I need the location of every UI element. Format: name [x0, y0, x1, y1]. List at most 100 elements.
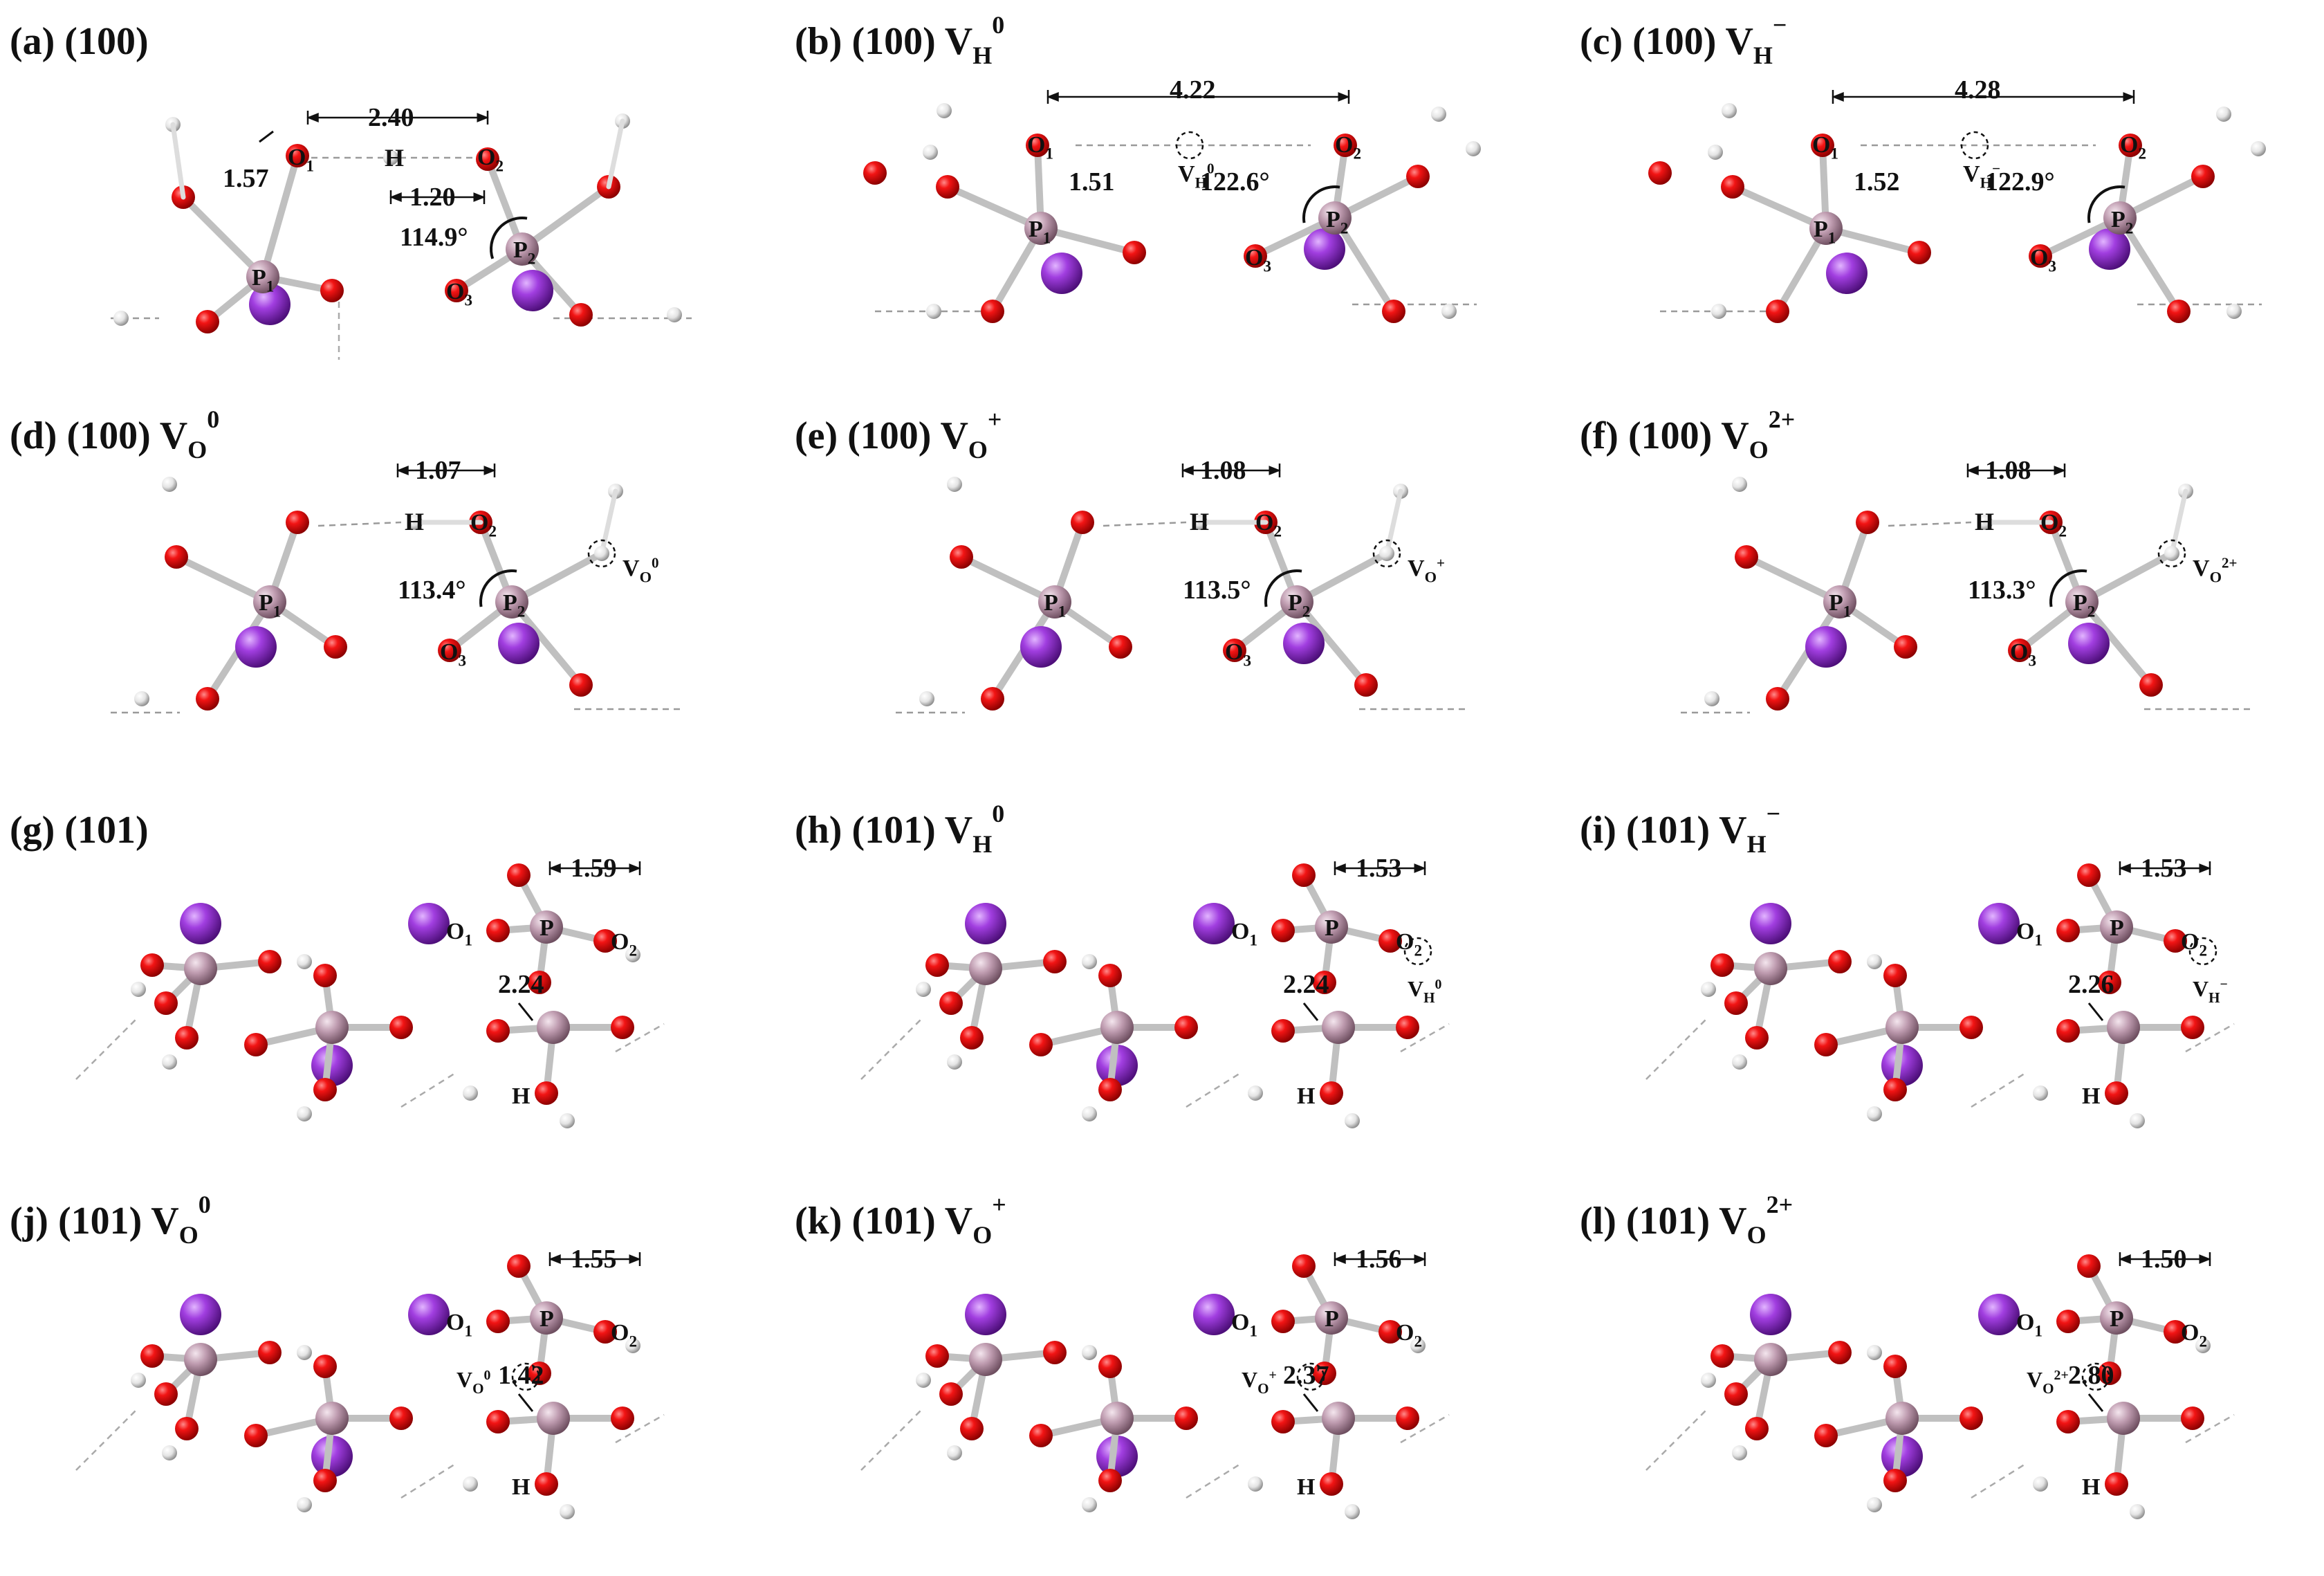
- hydrogen-atom: [947, 1445, 962, 1460]
- potassium-atom: [1978, 1294, 2020, 1335]
- potassium-atom: [965, 903, 1006, 944]
- angle-label: 113.3°: [1968, 576, 2036, 605]
- phosphorus-atom: [246, 260, 279, 293]
- bond: [958, 553, 1058, 605]
- panel-surface: (101): [1626, 1200, 1710, 1243]
- vacancy-marker: [2081, 1362, 2110, 1391]
- panel-surface: (101): [64, 809, 148, 852]
- atom-label: O1: [1231, 1310, 1257, 1341]
- oxygen-atom: [1894, 635, 1917, 659]
- oxygen-atom: [939, 991, 963, 1015]
- atom-label: O2: [2040, 510, 2067, 541]
- bond: [1293, 550, 1390, 605]
- hydrogen-atom: [947, 1054, 962, 1070]
- hydrogen-atom: [1410, 1338, 1426, 1353]
- bond-length-label: 1.51: [1069, 167, 1115, 196]
- panel-defect: V: [1716, 20, 1753, 63]
- hydrogen-bond: [1400, 1023, 1450, 1053]
- oxygen-atom: [1320, 1081, 1343, 1105]
- hydrogen-atom: [162, 1054, 177, 1070]
- atom-label: O2: [2181, 929, 2207, 960]
- atom-label: O3: [446, 279, 472, 310]
- oxygen-atom: [389, 1407, 413, 1430]
- potassium-atom: [1193, 903, 1235, 944]
- atom-label: O3: [1245, 245, 1271, 276]
- panel-defect: V: [1710, 1200, 1746, 1243]
- phosphorus-atom: [537, 1011, 570, 1044]
- leader-line: [259, 130, 274, 143]
- oxygen-atom: [611, 1407, 634, 1430]
- atom-label: P2: [2073, 590, 2095, 621]
- atom-label: H: [512, 1474, 530, 1500]
- oxygen-atom: [2181, 1016, 2204, 1039]
- bond-length-label: 1.52: [1854, 167, 1900, 196]
- potassium-atom: [512, 270, 553, 311]
- potassium-atom: [1020, 626, 1062, 668]
- oxygen-atom: [1123, 241, 1146, 264]
- oxygen-atom: [925, 1344, 949, 1368]
- phosphorus-atom: [2065, 585, 2099, 619]
- potassium-atom: [235, 626, 277, 668]
- bond: [944, 183, 1044, 232]
- oxygen-atom: [507, 1254, 531, 1278]
- oxygen-atom: [1271, 1410, 1295, 1433]
- oxygen-atom: [244, 1424, 268, 1447]
- hydrogen-atom: [383, 150, 398, 165]
- oxygen-atom: [1745, 1417, 1769, 1440]
- vacancy-marker: [2188, 937, 2217, 966]
- potassium-atom: [1978, 903, 2020, 944]
- potassium-atom: [1283, 623, 1325, 664]
- atom-label: O1: [446, 1310, 472, 1341]
- oxygen-atom: [320, 279, 344, 302]
- oxygen-atom: [528, 971, 551, 994]
- oxygen-atom: [1026, 134, 1049, 157]
- phosphorus-atom: [969, 1343, 1002, 1376]
- angle-arc: [490, 217, 528, 259]
- bond-length-label: 1.53: [2141, 854, 2187, 883]
- hydrogen-atom: [1082, 1106, 1097, 1121]
- phosphorus-atom: [1322, 1402, 1355, 1435]
- hydrogen-bond: [1103, 521, 1187, 527]
- oxygen-atom: [593, 929, 617, 953]
- hydrogen-atom: [1732, 477, 1747, 492]
- potassium-atom: [408, 903, 450, 944]
- oxygen-atom: [1735, 545, 1758, 569]
- phosphorus-atom: [1823, 585, 1856, 619]
- hydrogen-atom: [2130, 1504, 2145, 1519]
- bond: [519, 183, 612, 253]
- phosphorus-atom: [1100, 1011, 1134, 1044]
- potassium-atom: [1041, 253, 1082, 294]
- panel-letter: (l): [1580, 1200, 1626, 1243]
- panel-letter: (d): [10, 414, 66, 457]
- phosphorus-atom: [537, 1402, 570, 1435]
- panel-title: (h) (101) VH0: [795, 800, 1004, 858]
- angle-label: 122.9°: [1985, 167, 2055, 196]
- oxygen-atom: [925, 953, 949, 977]
- oxygen-atom: [1029, 1424, 1053, 1447]
- bond: [1729, 183, 1829, 232]
- oxygen-atom: [1648, 161, 1672, 185]
- hydrogen-atom: [1701, 1373, 1716, 1388]
- atom-label: O1: [1812, 132, 1838, 163]
- bond: [606, 118, 625, 190]
- panel-letter: (f): [1580, 414, 1628, 457]
- panel-defect: V: [1712, 414, 1749, 457]
- phosphorus-atom: [2103, 201, 2137, 235]
- hydrogen-bond: [1971, 1462, 2027, 1499]
- oxygen-atom: [445, 279, 468, 302]
- hydrogen-atom: [162, 1445, 177, 1460]
- atom-label: P: [2110, 1306, 2124, 1332]
- bond: [2116, 214, 2182, 315]
- phosphorus-atom: [2100, 910, 2133, 944]
- bond-length-label: 4.22: [1170, 75, 1216, 104]
- bond-length-label: 1.50: [2141, 1245, 2187, 1274]
- hydrogen-atom: [625, 1338, 640, 1353]
- phosphorus-atom: [1809, 212, 1843, 245]
- atom-label: O2: [611, 1320, 637, 1351]
- hydrogen-bond: [2185, 1023, 2235, 1053]
- vacancy-marker: [2157, 539, 2186, 568]
- oxygen-atom: [175, 1026, 199, 1050]
